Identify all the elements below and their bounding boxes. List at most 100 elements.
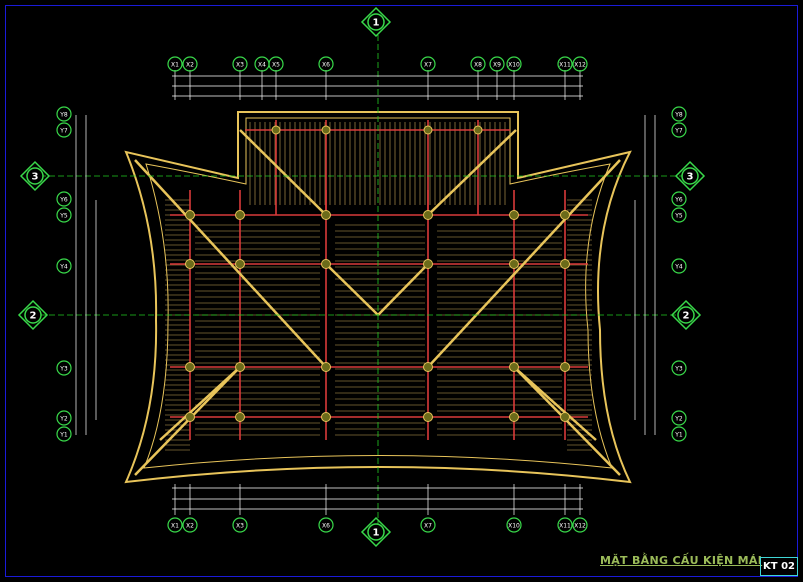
column bbox=[235, 210, 245, 220]
section-diamond bbox=[19, 160, 51, 192]
grid-bubble: X10 bbox=[506, 517, 522, 533]
column bbox=[509, 362, 519, 372]
grid-bubble-circle bbox=[56, 360, 72, 376]
beams bbox=[170, 120, 588, 440]
grid-label: Y3 bbox=[59, 366, 68, 373]
section-label: 3 bbox=[32, 172, 39, 183]
grid-bubble-circle bbox=[318, 517, 334, 533]
grid-bubble-circle bbox=[506, 517, 522, 533]
grid-label: X1 bbox=[171, 62, 179, 69]
grid-bubble: Y1 bbox=[671, 426, 687, 442]
grid-label: X6 bbox=[322, 523, 330, 530]
section-circle bbox=[26, 167, 44, 185]
grid-label: Y8 bbox=[59, 112, 68, 119]
hip-rafter bbox=[134, 159, 327, 368]
grid-bubble-circle bbox=[671, 207, 687, 223]
grid-bubble-circle bbox=[232, 56, 248, 72]
grid-bubble-circle bbox=[572, 517, 588, 533]
section-mark-right-middle: 2 bbox=[670, 299, 702, 331]
grid-label: X7 bbox=[424, 62, 432, 69]
grid-bubble-circle bbox=[671, 410, 687, 426]
grid-bubble-circle bbox=[56, 258, 72, 274]
drawing-frame bbox=[5, 5, 798, 577]
section-diamond bbox=[360, 516, 392, 548]
grid-bubble-circle bbox=[268, 56, 284, 72]
grid-bubble: Y4 bbox=[56, 258, 72, 274]
sheet-title: MẶT BẰNG CẤU KIỆN MÁI bbox=[600, 554, 763, 567]
column bbox=[235, 259, 245, 269]
centerlines bbox=[40, 35, 690, 525]
section-circle bbox=[677, 306, 695, 324]
grid-bubble-circle bbox=[557, 56, 573, 72]
column bbox=[423, 259, 433, 269]
grid-label: X1 bbox=[171, 523, 179, 530]
grid-bubble: Y2 bbox=[56, 410, 72, 426]
grid-label: X2 bbox=[186, 523, 194, 530]
grid-bubble-circle bbox=[671, 106, 687, 122]
section-circle bbox=[24, 306, 42, 324]
hip-rafter bbox=[159, 366, 241, 441]
section-diamond bbox=[17, 299, 49, 331]
grid-bubble-circle bbox=[470, 56, 486, 72]
column bbox=[423, 412, 433, 422]
columns bbox=[185, 125, 570, 422]
grid-bubble: Y3 bbox=[671, 360, 687, 376]
grid-bubble-circle bbox=[167, 56, 183, 72]
grid-label: Y8 bbox=[674, 112, 683, 119]
column bbox=[235, 362, 245, 372]
grid-label: X11 bbox=[559, 523, 571, 530]
dimension-lines bbox=[75, 70, 656, 515]
hip-rafter bbox=[513, 366, 597, 441]
grid-bubble: Y7 bbox=[671, 122, 687, 138]
grid-bubble-circle bbox=[56, 410, 72, 426]
grid-bubble: X11 bbox=[557, 56, 573, 72]
grid-bubble-circle bbox=[671, 122, 687, 138]
grid-bubble: X11 bbox=[557, 517, 573, 533]
section-label: 3 bbox=[687, 172, 694, 183]
column bbox=[321, 210, 331, 220]
grid-bubble-circle bbox=[671, 426, 687, 442]
grid-label: X3 bbox=[236, 62, 244, 69]
grid-bubble: X3 bbox=[232, 517, 248, 533]
column bbox=[473, 125, 483, 135]
grid-bubble-circle bbox=[182, 517, 198, 533]
grid-bubble-circle bbox=[671, 258, 687, 274]
sheet-code: KT 02 bbox=[760, 557, 798, 576]
grid-label: Y5 bbox=[59, 213, 68, 220]
section-mark-bottom: 1 bbox=[360, 516, 392, 548]
section-mark-right-upper: 3 bbox=[674, 160, 706, 192]
hip-rafter bbox=[239, 129, 327, 216]
grid-bubble-circle bbox=[167, 517, 183, 533]
section-diamond bbox=[674, 160, 706, 192]
roof-structure bbox=[40, 35, 690, 525]
column bbox=[423, 125, 433, 135]
grid-bubble-circle bbox=[318, 56, 334, 72]
grid-label: X8 bbox=[474, 62, 482, 69]
grid-bubble-circle bbox=[56, 106, 72, 122]
roof-outline-inner bbox=[143, 117, 613, 469]
column bbox=[560, 362, 570, 372]
grid-label: Y6 bbox=[674, 197, 683, 204]
section-diamond bbox=[670, 299, 702, 331]
grid-bubble: Y8 bbox=[671, 106, 687, 122]
column bbox=[321, 125, 331, 135]
column bbox=[271, 125, 281, 135]
grid-bubble-circle bbox=[506, 56, 522, 72]
grid-bubble: X8 bbox=[470, 56, 486, 72]
grid-bubble: Y5 bbox=[671, 207, 687, 223]
hip-rafter bbox=[427, 129, 517, 216]
grid-bubble: X9 bbox=[489, 56, 505, 72]
grid-label: Y7 bbox=[59, 128, 68, 135]
grid-bubble-circle bbox=[232, 517, 248, 533]
section-diamond bbox=[360, 6, 392, 38]
rafters bbox=[165, 122, 592, 451]
column bbox=[423, 210, 433, 220]
grid-label: Y2 bbox=[59, 416, 68, 423]
section-circle bbox=[367, 13, 385, 31]
grid-bubble: X12 bbox=[572, 517, 588, 533]
grid-bubble: X12 bbox=[572, 56, 588, 72]
grid-bubble: X2 bbox=[182, 517, 198, 533]
grid-label: X12 bbox=[574, 62, 586, 69]
grid-bubble: X2 bbox=[182, 56, 198, 72]
